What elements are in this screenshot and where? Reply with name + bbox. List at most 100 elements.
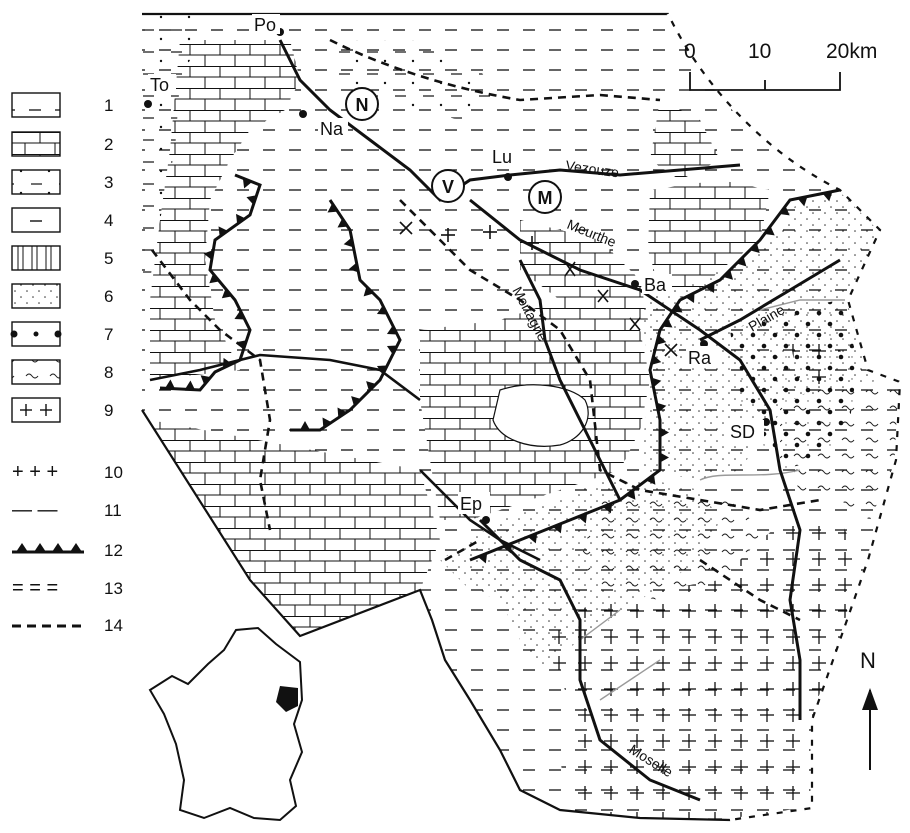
legend-num-9: 9 bbox=[104, 401, 113, 420]
unit-2-area-north bbox=[650, 100, 720, 180]
thrust-tooth bbox=[386, 345, 398, 355]
legend-num-14: 14 bbox=[104, 616, 123, 635]
legend-box-8: 8 bbox=[11, 359, 113, 385]
legend-line-11: — — 11 bbox=[12, 499, 122, 521]
legend-line-13: = = =13 bbox=[12, 577, 123, 599]
place-sd: SD bbox=[730, 422, 755, 442]
thrust-line-3 bbox=[469, 188, 841, 562]
legend-box-3: 3 bbox=[11, 169, 113, 195]
legend-num-3: 3 bbox=[104, 173, 113, 192]
thrust-tooth bbox=[651, 377, 662, 388]
legend-line-12: 12 bbox=[12, 541, 123, 560]
fault-lines bbox=[149, 353, 541, 562]
legend-box-9: 9 bbox=[11, 397, 113, 423]
legend-line-10: + + +10 bbox=[12, 461, 123, 483]
thrust-tooth bbox=[651, 355, 662, 365]
north-arrow: N bbox=[860, 648, 878, 770]
circle-mark-v bbox=[431, 169, 465, 203]
boundary-14-lines bbox=[150, 38, 821, 622]
thrust-tooth bbox=[386, 325, 398, 335]
thrust-tooth bbox=[209, 273, 220, 284]
thrust-tooth bbox=[660, 427, 669, 438]
legend-box-7: 7 bbox=[10, 321, 113, 347]
thrust-tooth bbox=[577, 513, 588, 524]
thrust-tooth bbox=[348, 262, 359, 273]
legend-num-5: 5 bbox=[104, 249, 113, 268]
study-area-marker bbox=[276, 686, 298, 712]
thrust-tooth bbox=[764, 226, 775, 236]
river-plaine-line bbox=[699, 258, 841, 342]
thrust-tooth bbox=[300, 421, 310, 430]
place-lu: Lu bbox=[492, 147, 512, 167]
unit-8-area-east bbox=[780, 380, 900, 520]
thrust-tooth bbox=[656, 402, 667, 413]
circled-m-label: M bbox=[538, 188, 553, 208]
thrust-tooth bbox=[242, 178, 253, 189]
legend-num-10: 10 bbox=[104, 463, 123, 482]
legend-num-8: 8 bbox=[104, 363, 113, 382]
thrust-tooth bbox=[552, 523, 563, 534]
legend-num-6: 6 bbox=[104, 287, 113, 306]
legend-box-6: 6 bbox=[11, 283, 113, 309]
thrust-tooth bbox=[246, 195, 257, 205]
boundary-dashes bbox=[666, 13, 902, 822]
thrust-tooth bbox=[218, 226, 228, 237]
legend-num-1: 1 bbox=[104, 96, 113, 115]
thrust-tooth bbox=[337, 407, 347, 418]
thrust-tooth bbox=[234, 310, 245, 320]
legend-box-2: 2 bbox=[11, 131, 113, 157]
scale-tick-0: 0 bbox=[684, 40, 696, 63]
circled-marks: N V M bbox=[345, 87, 562, 214]
circle-mark-n bbox=[345, 87, 379, 121]
thrust-tooth bbox=[236, 340, 247, 350]
france-outline bbox=[148, 626, 304, 822]
thrust-tooth bbox=[366, 381, 377, 392]
thrust-tooth bbox=[477, 553, 488, 564]
thrust-tooth bbox=[723, 269, 734, 280]
scale-tick-20: 20km bbox=[826, 40, 877, 63]
legend-num-2: 2 bbox=[104, 135, 113, 154]
river-mortagne-line bbox=[518, 259, 622, 501]
thrust-tooth bbox=[602, 503, 613, 514]
unit-2-area-northeast bbox=[648, 180, 770, 300]
thrust-tooth bbox=[222, 357, 233, 369]
thrust-tooth bbox=[822, 191, 833, 202]
legend-box-5: 5 bbox=[11, 245, 113, 271]
thrust-tooth bbox=[322, 417, 332, 428]
thrust-tooth bbox=[660, 452, 669, 463]
thrust-tooth bbox=[797, 196, 808, 207]
north-label: N bbox=[860, 648, 876, 673]
legend-box-4: 4 bbox=[11, 207, 113, 233]
thrust-tooth bbox=[672, 303, 683, 313]
thrust-tooth bbox=[646, 474, 656, 485]
river-vezouze: Vezouze bbox=[565, 157, 621, 180]
legend-line-14: 14 bbox=[12, 616, 123, 635]
scale-tick-10: 10 bbox=[748, 40, 771, 63]
unit-8-area-south bbox=[580, 490, 760, 600]
thrust-tooth bbox=[165, 379, 175, 389]
legend-num-7: 7 bbox=[104, 325, 113, 344]
river-meurthe-line bbox=[469, 198, 802, 720]
circled-v-label: V bbox=[442, 177, 454, 197]
thrust-lines bbox=[159, 173, 841, 564]
legend-num-13: 13 bbox=[104, 579, 123, 598]
legend-sym-11: — — bbox=[12, 499, 58, 521]
lens-area bbox=[492, 384, 589, 447]
thrust-tooth bbox=[749, 243, 760, 254]
circle-mark-m bbox=[528, 180, 562, 214]
legend-num-11: 11 bbox=[104, 501, 122, 520]
thrust-tooth bbox=[502, 543, 513, 554]
north-arrow-icon bbox=[862, 688, 878, 710]
scale-bar: 0 10 20km bbox=[684, 40, 877, 91]
place-na: Na bbox=[320, 119, 344, 139]
thrust-tooth bbox=[527, 533, 538, 544]
thrust-tooth bbox=[236, 213, 246, 225]
legend-box-1: 1 bbox=[11, 92, 113, 118]
place-ep: Ep bbox=[460, 494, 482, 514]
thrust-tooth bbox=[185, 380, 195, 390]
thrust-tooth bbox=[626, 489, 636, 500]
thrust-tooth bbox=[705, 282, 715, 294]
unit-2-area-southwest bbox=[150, 420, 440, 636]
unit-2-area-meurthe bbox=[520, 220, 650, 330]
